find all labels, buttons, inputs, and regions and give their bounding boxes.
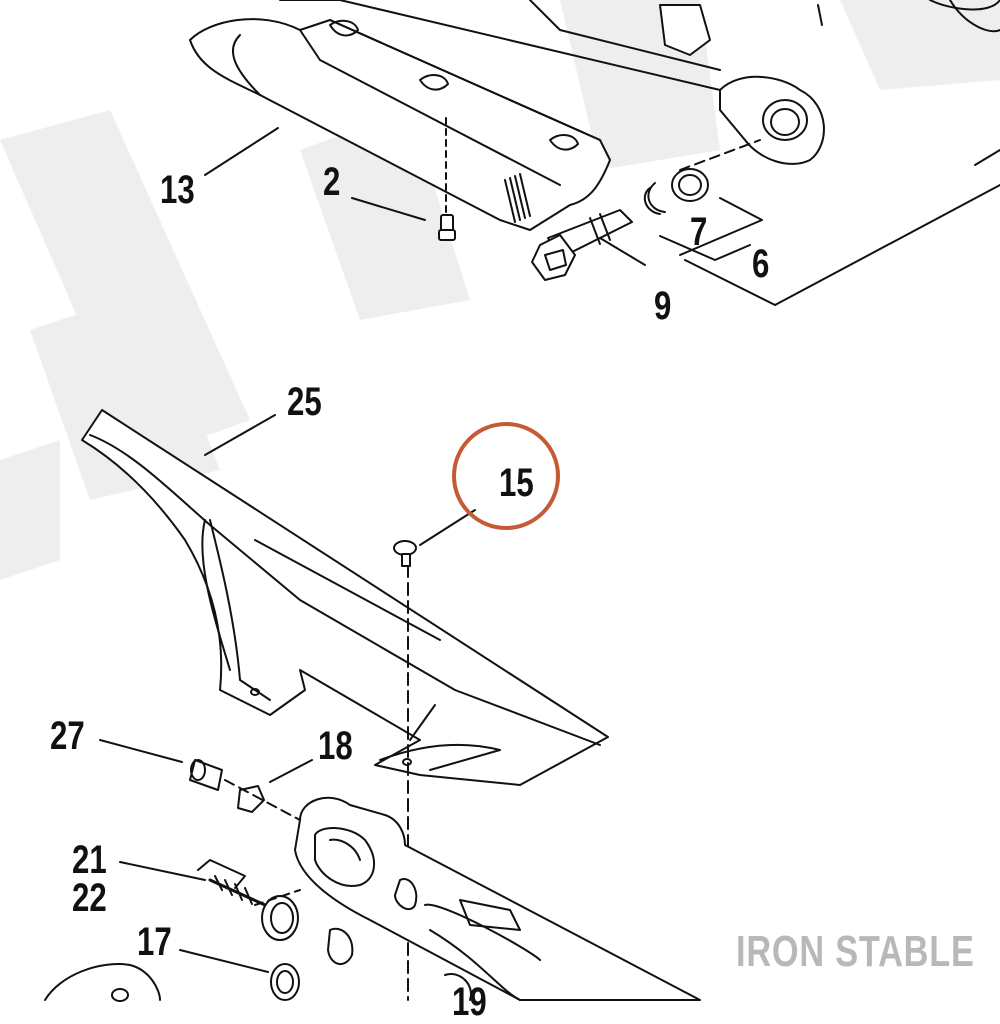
callout-7: 7 <box>690 210 708 254</box>
callout-13: 13 <box>160 168 195 212</box>
highlight-ring <box>452 422 560 530</box>
bracket-lines <box>659 149 1000 306</box>
callout-21: 21 <box>72 838 107 882</box>
bushing-17 <box>44 963 300 1002</box>
callout-9: 9 <box>654 284 672 328</box>
callout-17: 17 <box>137 920 172 964</box>
pivot-assembly <box>531 139 761 281</box>
chain-guard <box>81 409 609 786</box>
callout-6: 6 <box>752 242 770 286</box>
callout-2: 2 <box>323 160 341 204</box>
swing-arm <box>189 0 1000 231</box>
exploded-view-drawing <box>0 0 1000 1002</box>
leader-lines <box>99 127 646 973</box>
callout-19: 19 <box>452 980 487 1024</box>
callout-22: 22 <box>72 876 107 920</box>
sleeve-27-and-nut-18 <box>189 759 301 821</box>
bolt-2 <box>438 117 456 241</box>
frame-bracket <box>294 796 701 1001</box>
brand-watermark: IRON STABLE <box>736 927 975 976</box>
callout-27: 27 <box>50 714 85 758</box>
callout-18: 18 <box>318 724 353 768</box>
screw-15 <box>393 540 417 1001</box>
callout-25: 25 <box>287 380 322 424</box>
bolt-21-22 <box>197 859 301 941</box>
